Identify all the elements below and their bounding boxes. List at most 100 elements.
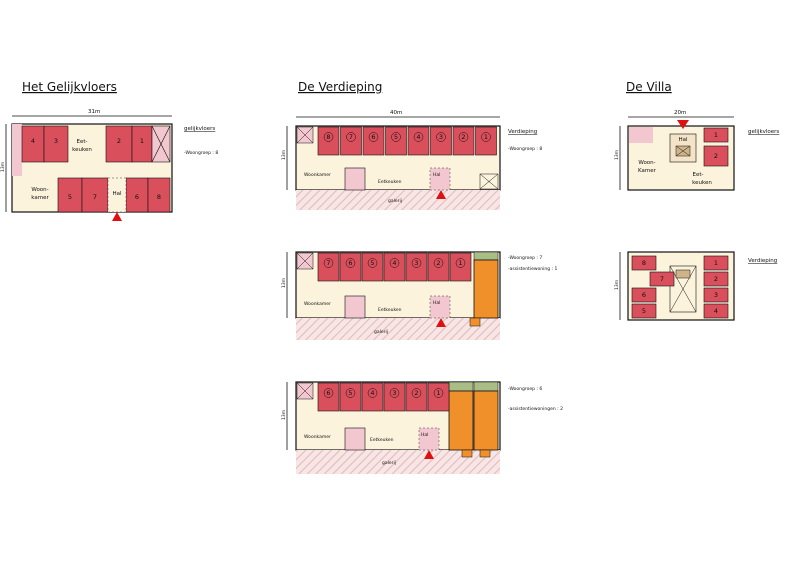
room-number: 2 <box>714 275 718 283</box>
room-number: 7 <box>326 259 330 267</box>
label-woon: Woon- <box>638 160 655 166</box>
label-galerij: galerij <box>382 460 396 466</box>
entrance-arrow <box>436 318 446 327</box>
room <box>407 126 430 156</box>
room-light <box>12 124 22 176</box>
room <box>385 126 407 156</box>
room <box>475 126 497 156</box>
label-kamer: Kamer <box>638 168 657 174</box>
room-number: 1 <box>436 389 440 397</box>
room-number: 1 <box>484 133 488 141</box>
room-number: 4 <box>392 259 396 267</box>
assistance-unit <box>448 390 474 451</box>
room-number: 6 <box>371 133 375 141</box>
assistance-unit <box>473 259 499 319</box>
room-number: 8 <box>326 133 330 141</box>
room <box>631 303 657 319</box>
label-eetkeuken: Eetkeuken <box>378 307 402 313</box>
room-number: 4 <box>416 133 420 141</box>
room-number: 1 <box>458 259 462 267</box>
note-line: -Woongroep : 8 <box>184 150 218 156</box>
label-kamer: kamer <box>31 195 49 201</box>
room <box>317 252 340 282</box>
plan-gelijkvloers: 31m 13m 4 3 2 1 5 7 6 8 Eet- keuken Woon… <box>0 109 218 221</box>
label-hal: Hal <box>433 300 440 306</box>
room-number: 7 <box>93 193 97 201</box>
gallery <box>296 318 500 340</box>
room <box>43 125 69 163</box>
room-number: 5 <box>348 389 352 397</box>
room <box>703 127 729 143</box>
label-eet: Eet- <box>693 172 704 178</box>
note-line: -Woongroep : 7 <box>508 255 542 261</box>
room <box>147 177 171 213</box>
note-line: -Woongroep : 8 <box>508 146 542 152</box>
room-number: 1 <box>714 259 718 267</box>
dimension-width: 31m <box>88 109 100 115</box>
note-title: gelijkvloers <box>748 129 779 135</box>
room-number: 3 <box>714 291 718 299</box>
room-number: 7 <box>660 275 664 283</box>
room-number: 4 <box>31 137 35 145</box>
room <box>631 255 657 271</box>
room <box>339 252 362 282</box>
room-row: 7 6 5 4 3 2 1 <box>317 252 472 282</box>
room-number: 7 <box>349 133 353 141</box>
room-number: 3 <box>414 259 418 267</box>
dimension-height: 13m <box>614 150 620 160</box>
dimension-width: 40m <box>390 110 402 116</box>
room <box>631 287 657 303</box>
room-number: 6 <box>642 291 646 299</box>
label-hal: Hal <box>678 137 688 143</box>
room <box>362 126 385 156</box>
room <box>361 252 384 282</box>
room <box>703 287 729 303</box>
label-hal: Hal <box>421 432 428 438</box>
room-number: 5 <box>370 259 374 267</box>
gallery <box>296 190 500 210</box>
room-number: 3 <box>54 137 58 145</box>
note-line: -Woongroep : 6 <box>508 386 542 392</box>
plan-villa-gelijkvloers: 20m 13m 1 2 Hal Woon- Kamer Eet- keuken … <box>614 110 779 191</box>
entrance-arrow <box>436 190 446 199</box>
title-villa: De Villa <box>626 80 672 94</box>
room-number: 5 <box>642 307 646 315</box>
dimension-height: 13m <box>281 150 287 160</box>
note-title: Verdieping <box>748 258 777 264</box>
room <box>81 177 109 213</box>
room <box>452 126 475 156</box>
dimension-height: 13m <box>281 278 287 288</box>
label-woonkamer: Woonkamer <box>304 172 331 178</box>
room-number: 2 <box>436 259 440 267</box>
note-title: Verdieping <box>508 129 537 135</box>
room-number: 6 <box>348 259 352 267</box>
room-number: 4 <box>370 389 374 397</box>
green-roof <box>473 381 499 392</box>
room-number: 2 <box>714 152 718 160</box>
label-woonkamer: Woonkamer <box>304 301 331 307</box>
room-number: 8 <box>642 259 646 267</box>
room <box>383 252 406 282</box>
label-galerij: galerij <box>388 198 402 204</box>
room <box>339 382 362 412</box>
room-number: 5 <box>394 133 398 141</box>
room-number: 5 <box>68 193 72 201</box>
room <box>449 252 472 282</box>
room <box>317 382 340 412</box>
label-keuken: keuken <box>72 147 92 153</box>
dimension-height: 13m <box>0 162 6 172</box>
label-eetkeuken: Eetkeuken <box>378 179 402 185</box>
room <box>703 255 729 271</box>
entrance-arrow <box>424 450 434 459</box>
room <box>649 271 675 287</box>
note-title: gelijkvloers <box>184 126 215 132</box>
room <box>57 177 83 213</box>
room <box>430 126 452 156</box>
green-roof <box>448 381 474 392</box>
